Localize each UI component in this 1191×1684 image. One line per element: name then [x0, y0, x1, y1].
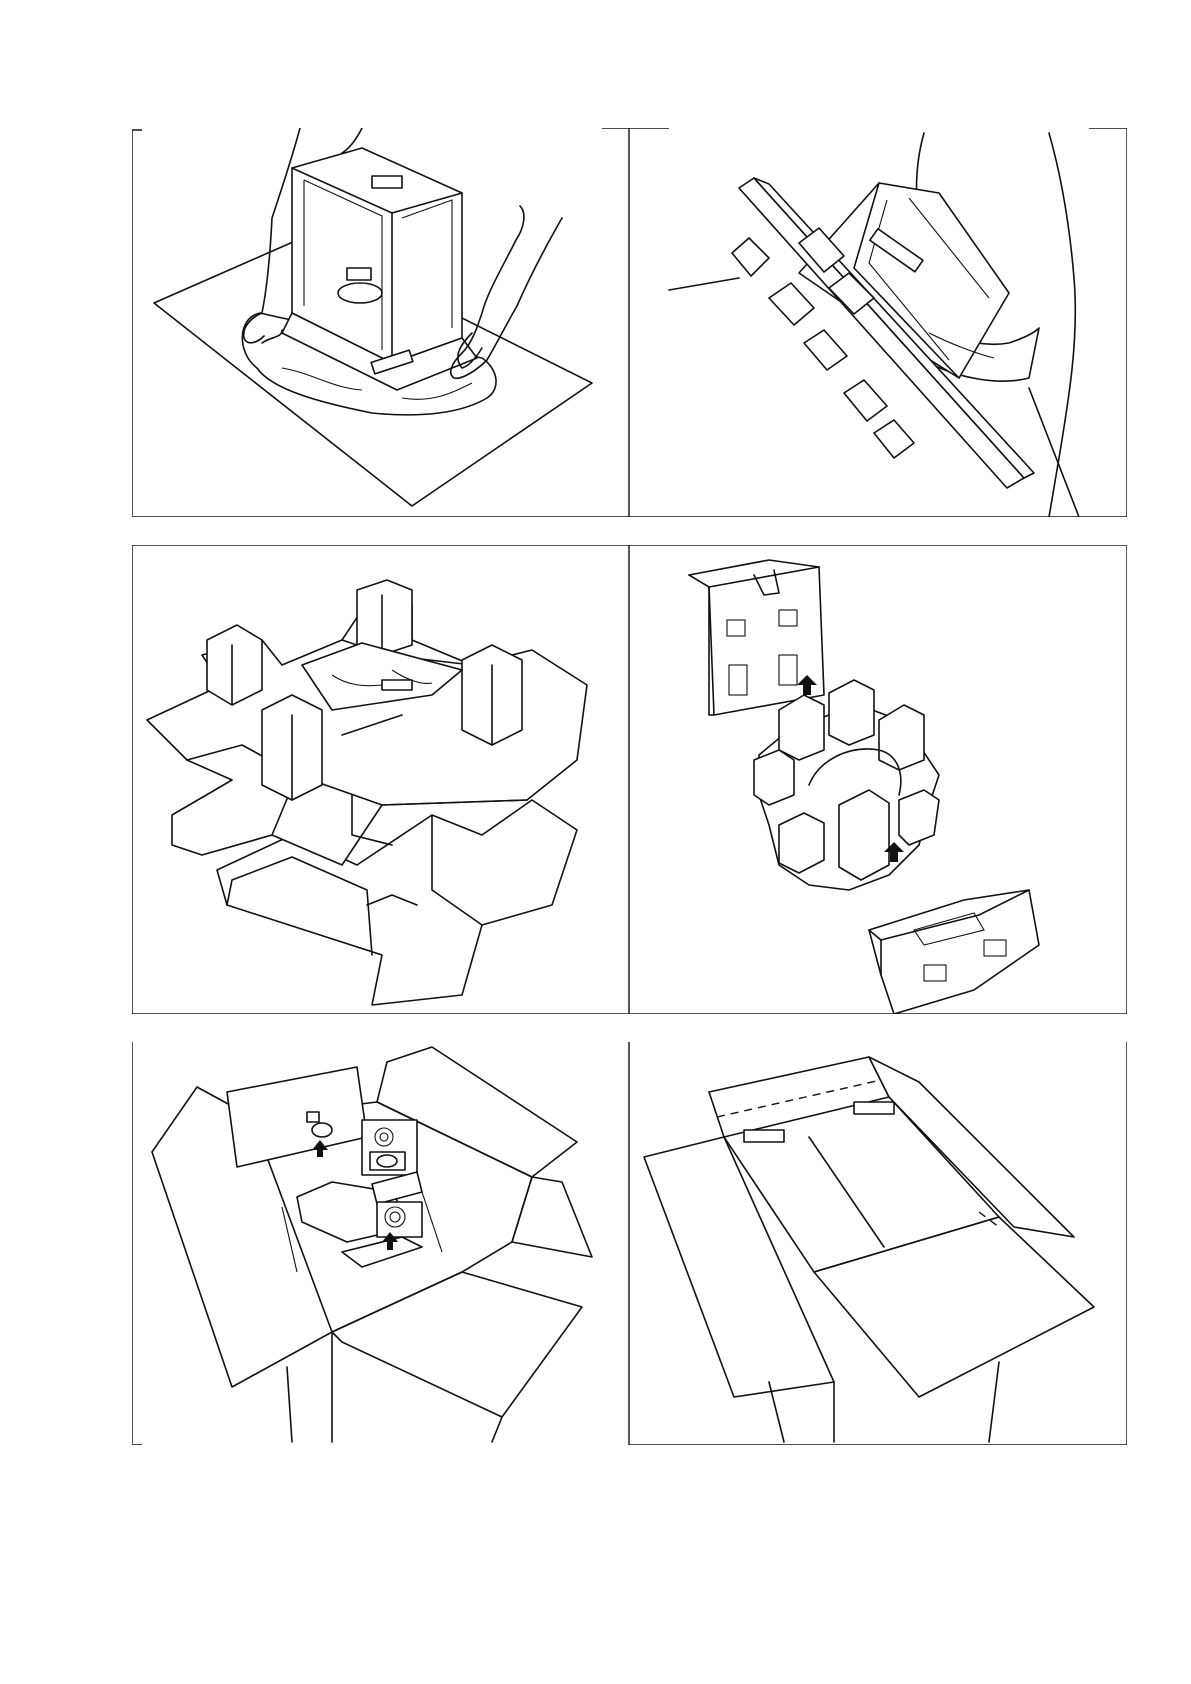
- carton-accessories-illustration: [132, 1042, 629, 1445]
- foam-inserts-illustration: [132, 545, 629, 1014]
- panel-6-open-shipping-carton: [629, 1042, 1127, 1445]
- panel-4-separate-foam-caps: [629, 545, 1127, 1014]
- panel-3-foam-inserts: [132, 545, 629, 1014]
- panel-2-lift-balance: [629, 128, 1127, 517]
- foam-caps-illustration: [629, 545, 1127, 1014]
- lift-balance-illustration: [629, 128, 1127, 517]
- balance-cover-illustration: [132, 128, 629, 517]
- shipping-carton-illustration: [629, 1042, 1127, 1445]
- panel-1-remove-dust-cover: [132, 128, 629, 517]
- panel-5-open-carton-accessories: [132, 1042, 629, 1445]
- illustration-grid: [132, 128, 1127, 1445]
